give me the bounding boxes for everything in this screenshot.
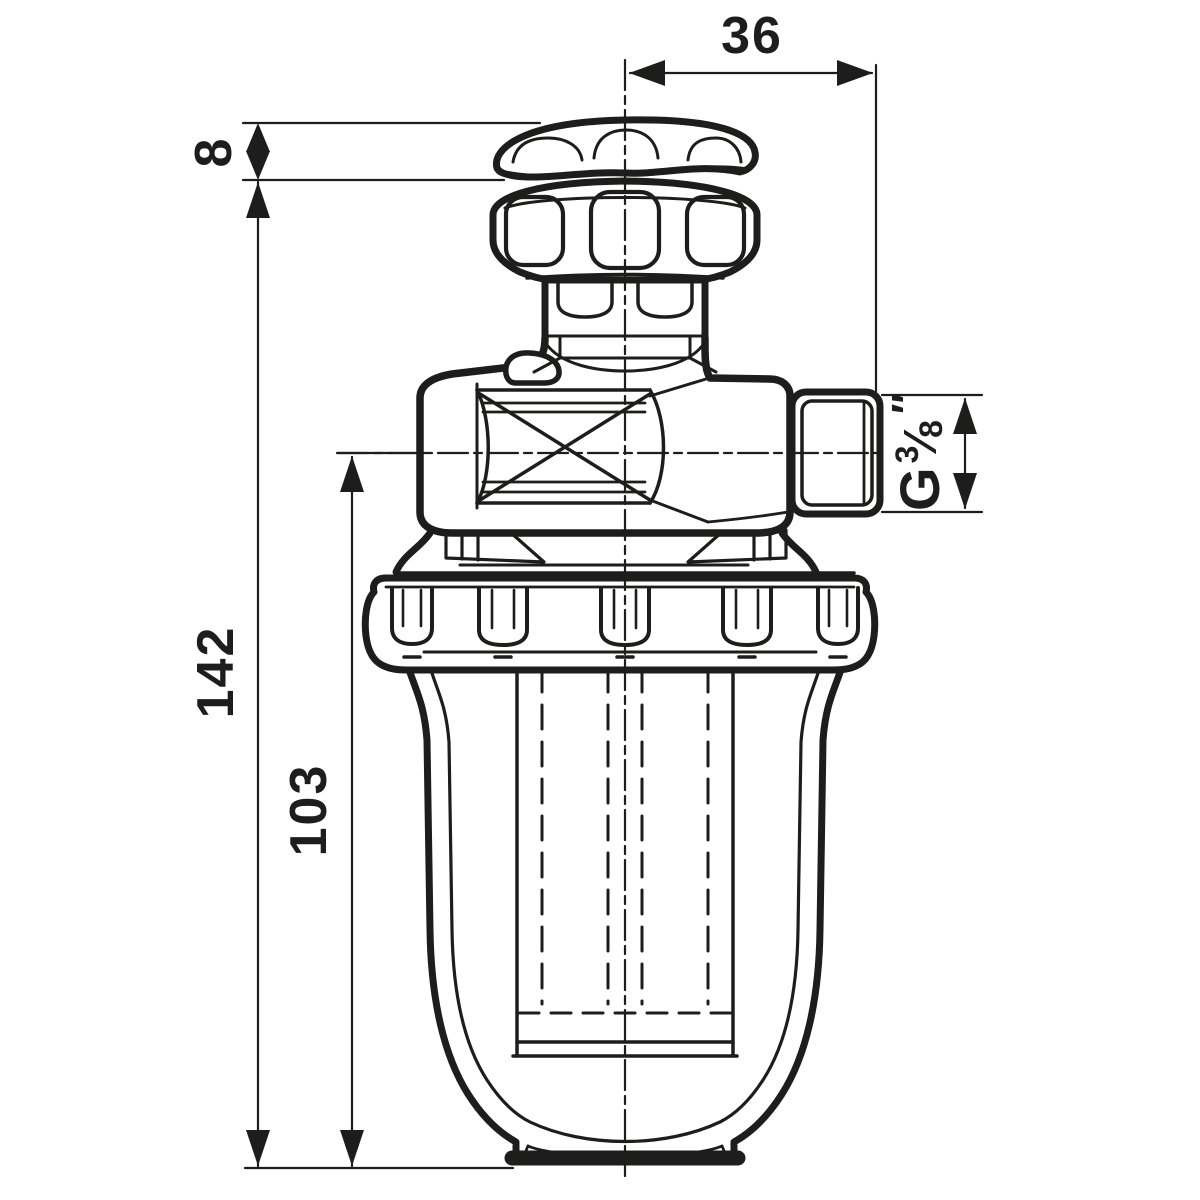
arrowhead (246, 1130, 270, 1166)
valve-body (416, 334, 794, 537)
dimension-36 (628, 60, 878, 394)
thread-inch-mark: ″ (883, 393, 932, 415)
dimension-thread (880, 393, 984, 514)
arrowhead (246, 151, 270, 180)
ring-nut (361, 574, 879, 674)
arrowhead (246, 182, 270, 218)
body-lug (503, 350, 562, 386)
arrowhead (953, 473, 977, 509)
dimension-8 (241, 121, 542, 182)
thread-prefix: G (888, 465, 951, 511)
arrowhead (246, 123, 270, 152)
valve-stem (532, 276, 718, 374)
dimensions (241, 60, 984, 1170)
arrowhead (837, 60, 873, 86)
arrowhead (340, 456, 364, 492)
dim-label-top-width: 36 (721, 7, 783, 65)
dim-label-bowl-height: 103 (280, 763, 338, 857)
arrowhead (340, 1130, 364, 1166)
center-lines (336, 58, 880, 1178)
arrowhead (953, 398, 977, 434)
dimension-142 (246, 180, 270, 1168)
thread-numerator: 3 (889, 443, 925, 464)
cartridge-hidden-edges (540, 666, 710, 1006)
dim-label-disc-height: 8 (185, 136, 243, 168)
dimension-103 (335, 451, 422, 1168)
spindle-window (475, 388, 666, 505)
dim-label-thread-size: G 3 ⁄ 8 ″ (883, 393, 951, 511)
thread-denominator: 8 (913, 418, 949, 438)
knob-lobes (503, 189, 747, 271)
arrowhead (629, 60, 665, 86)
dim-label-overall-height: 142 (187, 625, 245, 719)
